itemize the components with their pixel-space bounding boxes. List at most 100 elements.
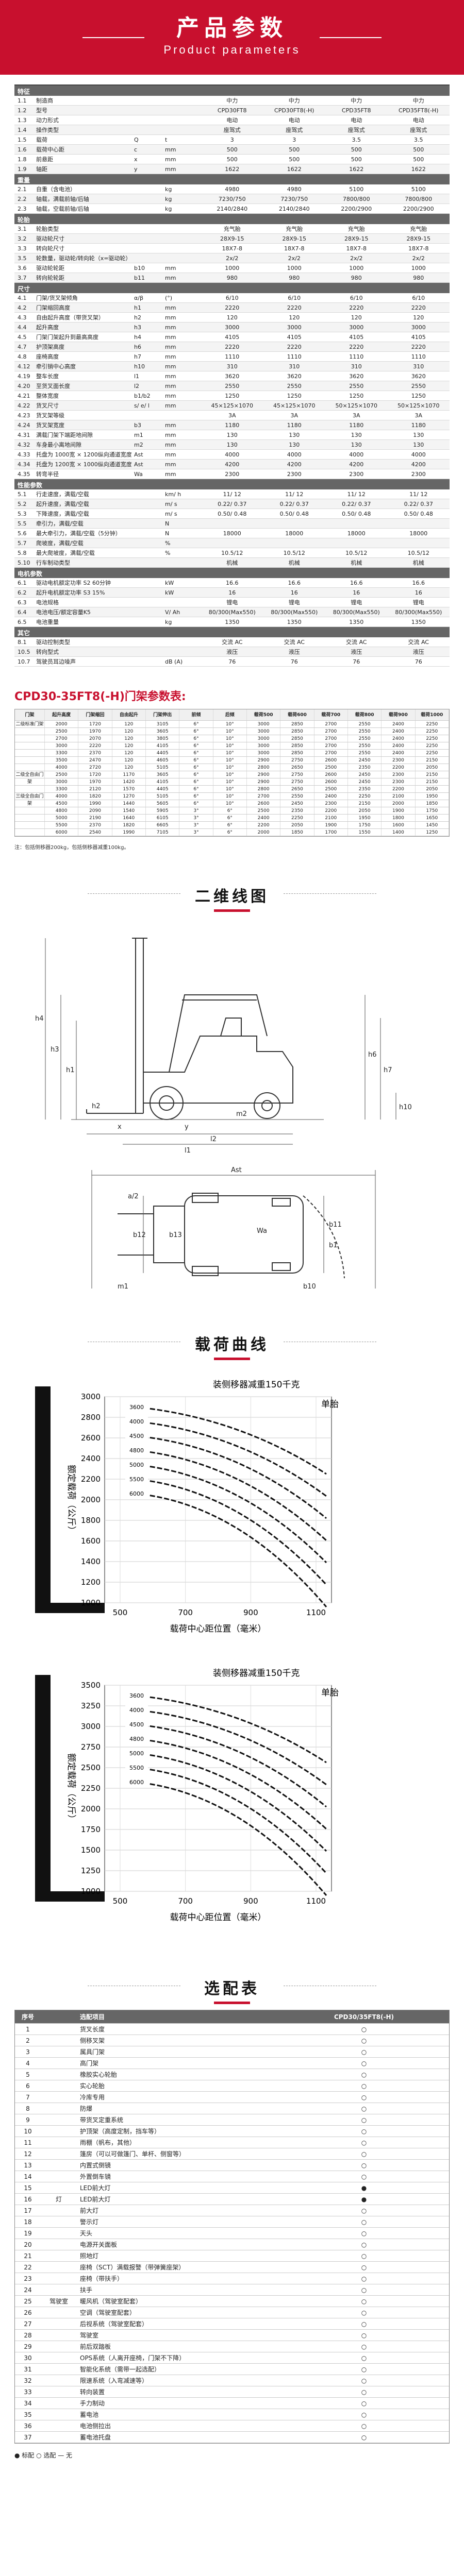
spec-unit: t <box>165 137 168 143</box>
mast-cell: 2650 <box>280 764 314 771</box>
mast-cell: 2600 <box>314 778 348 785</box>
spec-symbol <box>134 234 165 243</box>
spec-unit: mm <box>165 471 176 478</box>
curve-label-bg <box>125 1777 148 1786</box>
spec-no: 4.3 <box>18 314 27 321</box>
mast-cell: 1450 <box>416 822 449 828</box>
spec-symbol <box>134 637 165 647</box>
options-category <box>41 2375 77 2386</box>
load-curve <box>135 1781 327 1896</box>
spec-value <box>325 538 388 548</box>
mast-cell: 2700 <box>314 735 348 742</box>
mast-cell: 2550 <box>348 750 382 756</box>
spec-no: 4.5 <box>18 334 27 341</box>
spec-value: 1622 <box>411 166 426 173</box>
curve-label-bg <box>125 1402 148 1411</box>
options-availability: ○ <box>361 2286 367 2294</box>
options-item: 前后双踏板 <box>80 2343 111 2350</box>
mast-cell: 2750 <box>280 778 314 785</box>
load-curve <box>135 1406 327 1475</box>
spec-name: 制造商 <box>36 97 53 104</box>
curve-label: 3600 <box>129 1404 144 1411</box>
spec-unit: mm <box>165 442 176 448</box>
options-header-item: 选配项目 <box>80 2013 105 2021</box>
mast-cell: 2100 <box>382 793 416 800</box>
spec-unit: mm <box>165 422 176 429</box>
options-no: 8 <box>26 2105 30 2112</box>
chart-x-tick: 900 <box>243 1608 258 1617</box>
spec-name: 行走速度，满载/空载 <box>36 491 89 498</box>
mast-cell: 4500 <box>45 800 79 807</box>
mast-header-cell: 载荷500 <box>247 709 281 720</box>
mast-cell: 6° <box>179 800 213 807</box>
spec-unit: kW <box>165 589 174 596</box>
spec-symbol <box>134 194 165 204</box>
options-item: 实心轮胎 <box>80 2082 105 2090</box>
options-category <box>41 2114 77 2125</box>
spec-value: 11/ 12 <box>223 491 241 498</box>
mast-note: 注：包括侧移器200kg，包括侧移器减重100kg。 <box>14 845 129 851</box>
mast-cell: 2900 <box>247 778 281 785</box>
spec-value: 80/300(Max550) <box>395 609 442 616</box>
spec-value: 80/300(Max550) <box>208 609 256 616</box>
options-item: LED前大灯 <box>80 2196 111 2203</box>
spec-value: 锂电 <box>288 599 300 606</box>
spec-value: 45×125×1070 <box>211 402 253 409</box>
spec-no: 5.8 <box>18 550 27 556</box>
mast-cell: 1440 <box>112 800 146 807</box>
spec-no: 4.12 <box>18 363 30 370</box>
options-no: 14 <box>24 2173 32 2180</box>
chart-y-tick: 1500 <box>81 1845 101 1855</box>
mast-cell: 1600 <box>382 822 416 828</box>
options-no: 28 <box>24 2332 32 2339</box>
spec-value: 3620 <box>225 373 240 380</box>
load-curve <box>135 1464 327 1564</box>
mast-header-cell: 载荷800 <box>348 709 382 720</box>
options-no: 7 <box>26 2094 30 2101</box>
spec-no: 3.6 <box>18 265 27 272</box>
mast-cell: 2050 <box>348 807 382 814</box>
load-section-header: 载荷曲线 <box>0 1319 464 1366</box>
mast-cell: 1750 <box>416 807 449 814</box>
header-line-right <box>320 37 382 38</box>
mast-cell: 2300 <box>382 778 416 785</box>
mast-cell: 10° <box>213 793 247 800</box>
mast-cell: 1900 <box>314 822 348 828</box>
spec-value: 1110 <box>225 353 240 360</box>
spec-no: 5.10 <box>18 560 30 566</box>
curve-label-bg <box>125 1763 148 1771</box>
spec-value: 2550 <box>411 383 426 389</box>
mast-cell: 3300 <box>45 750 79 756</box>
curve-label: 6000 <box>129 1490 144 1497</box>
options-category <box>41 2024 77 2035</box>
options-item: 电池侧拉出 <box>80 2422 111 2430</box>
load-curve <box>135 1478 327 1586</box>
mast-cell: 2500 <box>247 807 281 814</box>
spec-symbol <box>134 657 165 666</box>
spec-value: 1000 <box>287 265 302 272</box>
options-category <box>41 2318 77 2329</box>
options-item: 座椅（带扶手） <box>80 2275 124 2282</box>
spec-no: 6.4 <box>18 609 27 616</box>
dim-label-h2: h2 <box>92 1103 101 1110</box>
spec-symbol <box>134 598 165 607</box>
mast-cell: 1970 <box>78 778 112 785</box>
mast-cell <box>15 800 45 807</box>
mast-cell: 6° <box>179 793 213 800</box>
spec-no: 4.20 <box>18 383 30 389</box>
mast-cell: 6° <box>179 735 213 742</box>
